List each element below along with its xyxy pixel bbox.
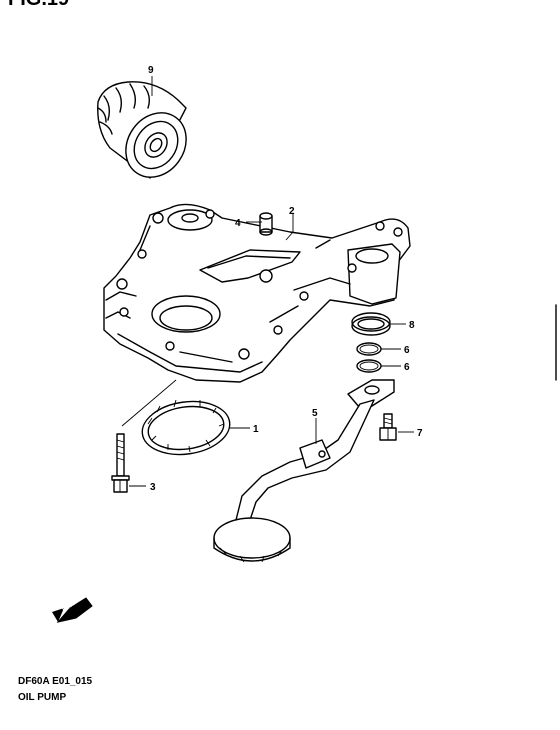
dowel-pin[interactable] bbox=[259, 212, 273, 236]
figure-caption: OIL PUMP bbox=[18, 692, 67, 703]
callout-8: 8 bbox=[409, 320, 415, 331]
oil-strainer[interactable] bbox=[213, 379, 395, 563]
callout-2: 2 bbox=[289, 206, 295, 217]
figure-title: FIG.19 bbox=[8, 0, 69, 11]
oil-pump-body[interactable] bbox=[103, 203, 411, 383]
callout-7: 7 bbox=[417, 428, 423, 439]
callout-3: 3 bbox=[150, 482, 156, 493]
callout-9: 9 bbox=[148, 65, 154, 76]
drawing-code: DF60A E01_015 bbox=[18, 676, 93, 687]
fwd-arrow: FWD bbox=[52, 597, 93, 623]
callout-6-lower: 6 bbox=[404, 362, 410, 373]
gasket-leader bbox=[121, 379, 177, 427]
pump-bolt[interactable] bbox=[111, 433, 130, 493]
pump-gasket[interactable] bbox=[139, 396, 233, 460]
callout-6-upper: 6 bbox=[404, 345, 410, 356]
o-ring-lower[interactable] bbox=[356, 359, 382, 373]
strainer-bolt[interactable] bbox=[379, 413, 397, 441]
callouts: 9 4 2 8 6 6 1 5 7 3 bbox=[129, 65, 423, 493]
oil-seal[interactable] bbox=[351, 312, 391, 336]
oil-filter[interactable] bbox=[97, 81, 199, 189]
callout-1: 1 bbox=[253, 424, 259, 435]
callout-5: 5 bbox=[312, 408, 318, 419]
callout-4: 4 bbox=[235, 218, 241, 229]
o-ring-upper[interactable] bbox=[356, 342, 382, 356]
